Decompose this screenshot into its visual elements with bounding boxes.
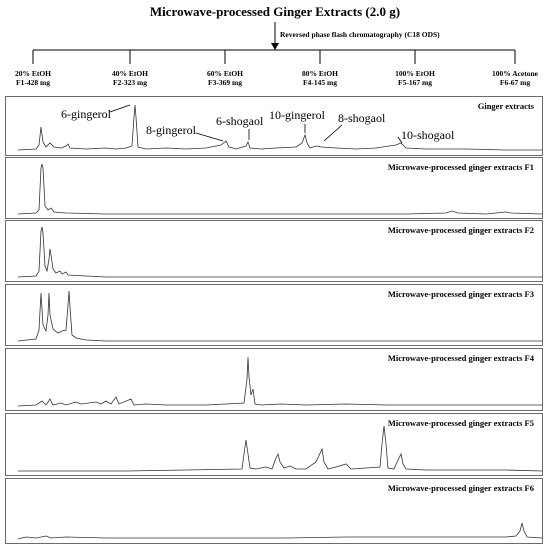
scheme-lines [32,22,516,64]
panel-title: Microwave-processed ginger extracts F3 [387,289,534,299]
fraction-solvent: 100% Acetone [491,69,539,78]
chromatogram-panel-f1: Microwave-processed ginger extracts F1 [5,157,543,219]
chromatogram-trace-svg [17,226,542,278]
fraction-yield: F4-145 mg [303,78,337,87]
fraction-yield: F5-167 mg [398,78,432,87]
arrow-10-shogaol [397,136,403,144]
arrow-8-gingerol [195,132,224,142]
figure-title: Microwave-processed Ginger Extracts (2.0… [149,4,401,19]
chromatogram-trace [17,226,542,278]
chromatogram-panel-f4: Microwave-processed ginger extracts F4 [5,348,543,411]
chromatogram-trace-svg [17,522,542,540]
chromatogram-panel-f5: Microwave-processed ginger extracts F5 [5,413,543,476]
chromatogram-trace-svg [17,104,542,151]
chromatogram-trace [17,163,542,215]
chromatogram-trace [17,522,542,540]
panel-title: Microwave-processed ginger extracts F2 [387,225,534,235]
peak-label-8-shogaol: 8-shogaol [338,111,386,125]
fraction-yield: F2-323 mg [113,78,147,87]
chromatogram-trace-svg [17,356,542,407]
peak-label-10-shogaol: 10-shogaol [401,128,455,142]
chromatogram-trace-svg [17,290,542,342]
chromatogram-panel-f3: Microwave-processed ginger extracts F3 [5,284,543,346]
method-label: Reversed phase flash chromatography (C18… [280,30,440,39]
fraction-f2: 40% EtOH F2-323 mg [112,69,148,87]
chromatogram-panel-f6: Microwave-processed ginger extracts F6 [5,478,543,544]
fractionation-scheme: Microwave-processed Ginger Extracts (2.0… [0,0,550,96]
peak-label-6-gingerol: 6-gingerol [61,107,111,121]
chromatogram-trace-svg [17,163,542,215]
fraction-f1: 20% EtOH F1-428 mg [15,69,51,87]
arrow-8-shogaol [323,124,343,142]
fraction-yield: F6-67 mg [499,78,531,87]
chromatogram-trace [17,104,542,151]
chromatogram-trace [17,290,542,342]
fraction-solvent: 100% EtOH [395,69,435,78]
chromatogram-panel-f2: Microwave-processed ginger extracts F2 [5,220,543,282]
fraction-f5: 100% EtOH F5-167 mg [395,69,435,87]
peak-label-8-gingerol: 8-gingerol [146,123,196,137]
peak-label-6-shogaol: 6-shogaol [216,114,264,128]
fraction-solvent: 40% EtOH [111,69,149,78]
peak-label-10-gingerol: 10-gingerol [269,108,325,122]
fraction-f4: 80% EtOH F4-145 mg [302,69,338,87]
chromatogram-trace [17,356,542,407]
panel-title: Ginger extracts [477,101,534,111]
panel-title: Microwave-processed ginger extracts F1 [387,162,534,172]
chromatogram-panel-ginger-extracts: Ginger extracts 6-gingerol 8-gingerol 6-… [5,96,543,156]
chromatogram-trace [18,425,542,472]
chromatogram-trace-svg [18,425,542,472]
fraction-f3: 60% EtOH F3-369 mg [207,69,243,87]
fraction-solvent: 80% EtOH [301,69,339,78]
main-arrow-head [271,43,279,50]
fraction-solvent: 20% EtOH [14,69,52,78]
fraction-yield: F1-428 mg [16,78,50,87]
panel-title: Microwave-processed ginger extracts F5 [387,418,534,428]
fraction-yield: F3-369 mg [208,78,242,87]
panel-title: Microwave-processed ginger extracts F4 [387,353,534,363]
panel-title: Microwave-processed ginger extracts F6 [387,483,534,493]
arrow-6-gingerol [109,104,131,113]
fraction-solvent: 60% EtOH [206,69,244,78]
fraction-f6: 100% Acetone F6-67 mg [492,69,538,87]
